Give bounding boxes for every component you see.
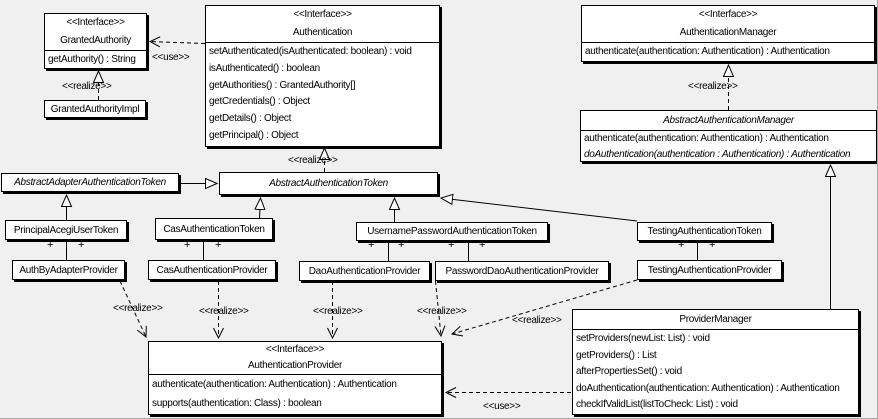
stereotype-label: <<Interface>> (265, 344, 325, 355)
class-title: AbstractAuthenticationManager (581, 111, 876, 131)
method-row: afterPropertiesSet() : void (576, 366, 682, 378)
method-list: setProviders(newList: List) : void getPr… (573, 330, 858, 415)
method-row: authenticate(authentication: Authenticat… (152, 379, 397, 390)
class-username-password-authentication-token: UsernamePasswordAuthenticationToken (356, 222, 548, 241)
class-name: PrincipalAcegiUserToken (13, 224, 119, 236)
method-row: getDetails() : Object (209, 113, 292, 125)
method-row: getProviders() : List (576, 349, 657, 361)
method-row: supports(authentication: Class) : boolea… (152, 398, 322, 409)
method-row: setProviders(newList: List) : void (576, 333, 710, 344)
class-name: DaoAuthenticationProvider (308, 265, 421, 277)
class-name: ProviderManager (679, 314, 752, 325)
realize-label: <<realize>> (313, 306, 363, 317)
class-authentication-manager: <<Interface>> AuthenticationManager auth… (581, 5, 875, 62)
realize-label: <<realize>> (62, 81, 112, 92)
class-provider-manager: ProviderManager setProviders(newList: Li… (572, 309, 859, 415)
stereotype-label: <<Interface>> (293, 9, 352, 20)
class-name: CasAuthenticationProvider (156, 264, 268, 276)
edge-generalization-testing-token (441, 198, 638, 222)
edge-generalization-cas-token (260, 198, 261, 219)
association-end-label: + (448, 239, 455, 251)
method-row: authenticate(authentication: Authenticat… (585, 46, 830, 57)
class-authentication-provider: <<Interface>> AuthenticationProvider aut… (148, 341, 442, 415)
method-list: getAuthority() : String (45, 51, 146, 68)
realize-label: <<realize>> (688, 81, 738, 92)
method-row: doAuthentication(authentication : Authen… (584, 148, 851, 160)
realize-label: <<realize>> (113, 303, 163, 314)
association-end-label: + (368, 239, 375, 251)
edge-use-authentication-grantedauthority (148, 36, 206, 48)
class-abstract-adapter-authentication-token: AbstractAdapterAuthenticationToken (1, 173, 179, 192)
class-name: GrantedAuthority (60, 35, 131, 46)
class-auth-by-adapter-provider: AuthByAdapterProvider (12, 260, 125, 280)
edge-realize-passworddao-provider (434, 280, 446, 338)
class-testing-authentication-token: TestingAuthenticationToken (637, 222, 772, 241)
class-name: TestingAuthenticationProvider (647, 264, 772, 276)
class-name: AuthenticationProvider (247, 360, 342, 371)
association-end-label: + (479, 239, 486, 251)
use-label: <<use>> (483, 401, 521, 412)
class-title: <<Interface>> AuthenticationManager (582, 6, 874, 43)
class-abstract-authentication-token: AbstractAuthenticationToken (219, 172, 438, 195)
class-name: GrantedAuthorityImpl (50, 103, 140, 115)
class-dao-authentication-provider: DaoAuthenticationProvider (299, 261, 430, 281)
method-row: doAuthentication(authentication: Authent… (576, 382, 840, 394)
realize-label: <<realize>> (417, 306, 467, 317)
class-title: ProviderManager (573, 310, 858, 330)
class-name: TestingAuthenticationToken (647, 226, 762, 237)
class-name: AuthenticationManager (679, 27, 777, 38)
association-end-label: + (709, 239, 716, 251)
realize-label: <<realize>> (199, 306, 249, 317)
method-list: authenticate(authentication: Authenticat… (149, 375, 441, 413)
realize-label: <<realize>> (512, 315, 562, 326)
method-list: setAuthenticated(isAuthenticated: boolea… (206, 43, 439, 146)
class-cas-authentication-provider: CasAuthenticationProvider (148, 260, 276, 280)
method-row: getAuthority() : String (48, 54, 136, 65)
association-end-label: + (398, 239, 405, 251)
realize-label: <<realize>> (288, 155, 338, 166)
association-end-label: + (78, 239, 85, 251)
class-name: AbstractAuthenticationToken (269, 178, 388, 189)
class-name: PasswordDaoAuthenticationProvider (445, 265, 599, 277)
association-end-label: + (215, 239, 222, 251)
stereotype-label: <<Interface>> (66, 17, 125, 28)
class-name: AuthByAdapterProvider (19, 264, 118, 276)
method-row: getCredentials() : Object (209, 96, 310, 108)
method-row: setAuthenticated(isAuthenticated: boolea… (209, 46, 412, 57)
method-row: checkIfValidList(listToCheck: List) : vo… (576, 399, 738, 411)
stereotype-label: <<Interface>> (698, 9, 758, 20)
class-name: UsernamePasswordAuthenticationToken (367, 226, 537, 237)
class-name: Authentication (292, 27, 353, 38)
method-row: getPrincipal() : Object (209, 129, 299, 141)
class-title: <<Interface>> Authentication (206, 6, 439, 43)
method-row: getAuthorities() : GrantedAuthority[] (209, 79, 356, 91)
method-list: authenticate(authentication: Authenticat… (582, 43, 874, 61)
method-row: authenticate(authentication: Authenticat… (584, 133, 829, 144)
class-granted-authority-impl: GrantedAuthorityImpl (44, 100, 146, 118)
class-title: <<Interface>> GrantedAuthority (45, 14, 146, 51)
class-abstract-authentication-manager: AbstractAuthenticationManager authentica… (580, 110, 877, 162)
method-row: isAuthenticated() : boolean (209, 62, 320, 74)
class-authentication: <<Interface>> Authentication setAuthenti… (205, 5, 440, 147)
association-end-label: + (678, 239, 685, 251)
class-testing-authentication-provider: TestingAuthenticationProvider (637, 260, 782, 280)
class-name: CasAuthenticationToken (163, 223, 265, 235)
edge-realize-authbyadapter-provider (119, 280, 147, 339)
use-label: <<use>> (152, 52, 190, 63)
class-name: AbstractAuthenticationManager (663, 115, 794, 126)
association-end-label: + (47, 239, 54, 251)
class-granted-authority: <<Interface>> GrantedAuthority getAuthor… (44, 13, 147, 69)
method-list: authenticate(authentication: Authenticat… (581, 131, 876, 162)
class-name: AbstractAdapterAuthenticationToken (14, 177, 166, 188)
class-password-dao-authentication-provider: PasswordDaoAuthenticationProvider (435, 261, 609, 281)
class-title: <<Interface>> AuthenticationProvider (149, 342, 441, 375)
class-principal-acegi-user-token: PrincipalAcegiUserToken (5, 220, 127, 240)
class-cas-authentication-token: CasAuthenticationToken (155, 218, 273, 240)
association-end-label: + (184, 239, 191, 251)
